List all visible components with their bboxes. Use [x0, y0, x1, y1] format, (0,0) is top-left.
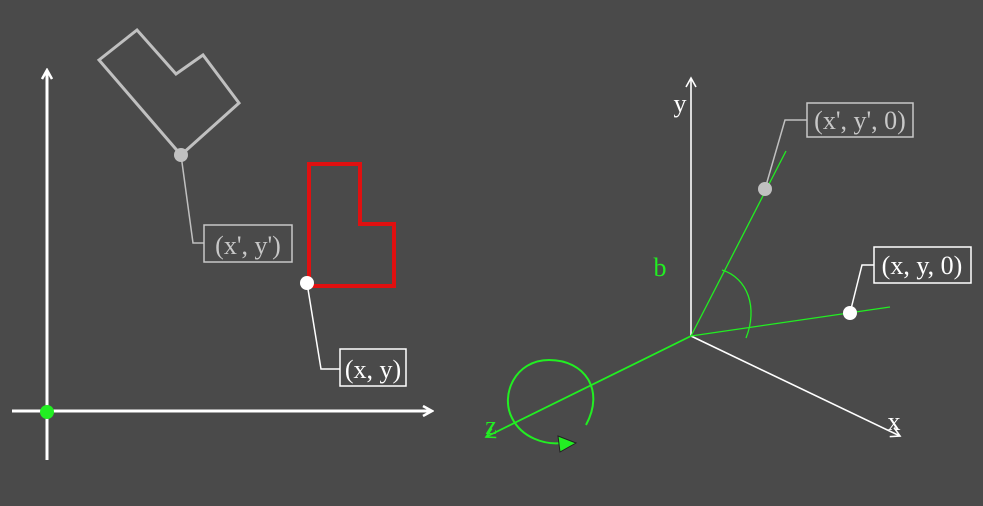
- rotated-3d-point-label: (x', y', 0): [814, 106, 906, 135]
- original-vector-line: [690, 306, 891, 337]
- rotation-angle-label: b: [654, 253, 667, 282]
- rotated-point-label: (x', y'): [215, 231, 281, 260]
- original-point-label: (x, y): [345, 355, 401, 384]
- rotated-point-leader: [180, 154, 204, 244]
- right-x-axis: [690, 335, 902, 438]
- rotated-l-shape: [96, 27, 242, 158]
- rotated-3d-point-leader: [764, 119, 807, 190]
- rotated-vector-line: [690, 150, 787, 337]
- left-origin-point: [40, 405, 54, 419]
- left-2d-diagram: (x', y') (x, y): [12, 27, 432, 460]
- original-3d-point-label-box: [873, 246, 972, 284]
- right-y-axis-label: y: [674, 89, 687, 118]
- original-3d-point-label: (x, y, 0): [882, 251, 963, 280]
- original-l-shape: [307, 162, 396, 288]
- rotated-3d-point-label-box: [806, 102, 914, 138]
- right-3d-diagram: y x z b (x', y', 0) (x, y, 0): [484, 76, 972, 453]
- original-point-leader: [306, 282, 340, 370]
- right-x-axis-label: x: [888, 407, 901, 436]
- rotation-angle-arc: [721, 269, 752, 339]
- original-3d-point-leader: [849, 264, 874, 314]
- right-z-axis: [484, 335, 692, 439]
- z-rotation-arrow: [506, 358, 595, 445]
- original-point-label-box: [339, 348, 407, 387]
- right-z-axis-label: z: [485, 411, 497, 440]
- rotated-point-label-box: [203, 224, 293, 263]
- z-rotation-arrowhead: [557, 435, 578, 453]
